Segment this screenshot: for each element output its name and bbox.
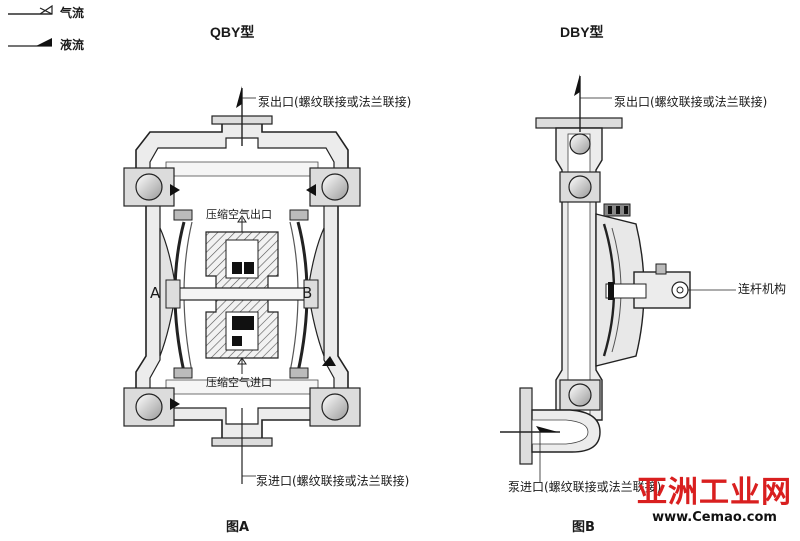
fig-a-air-outlet-label: 压缩空气出口 — [206, 208, 272, 221]
watermark: 亚洲工业网 www.Cemao.com — [637, 475, 792, 526]
watermark-brand: 亚洲工业网 — [637, 475, 792, 510]
fig-a-outlet-label: 泵出口(螺纹联接或法兰联接) — [258, 95, 412, 109]
legend-liquid-label: 液流 — [60, 38, 85, 52]
fig-a-side-a: A — [150, 284, 161, 302]
fig-a-caption: 图A — [226, 520, 250, 535]
fig-a-inlet-label: 泵进口(螺纹联接或法兰联接) — [256, 474, 410, 488]
figure-a — [123, 86, 361, 484]
watermark-site: www.Cemao.com — [652, 510, 777, 525]
fig-b-inlet-label: 泵进口(螺纹联接或法兰联接) — [508, 480, 662, 494]
fig-a-side-b: B — [302, 284, 313, 302]
dby-title: DBY型 — [560, 24, 604, 40]
figure-b — [500, 74, 736, 482]
legend-gas-label: 气流 — [60, 6, 85, 20]
legend-gas-icon — [8, 4, 53, 15]
qby-title: QBY型 — [210, 24, 255, 40]
fig-a-air-inlet-label: 压缩空气进口 — [206, 376, 272, 389]
fig-b-outlet-label: 泵出口(螺纹联接或法兰联接) — [614, 95, 768, 109]
fig-b-linkage-label: 连杆机构 — [738, 282, 787, 296]
fig-b-caption: 图B — [572, 520, 595, 535]
legend-liquid-icon — [8, 38, 52, 47]
